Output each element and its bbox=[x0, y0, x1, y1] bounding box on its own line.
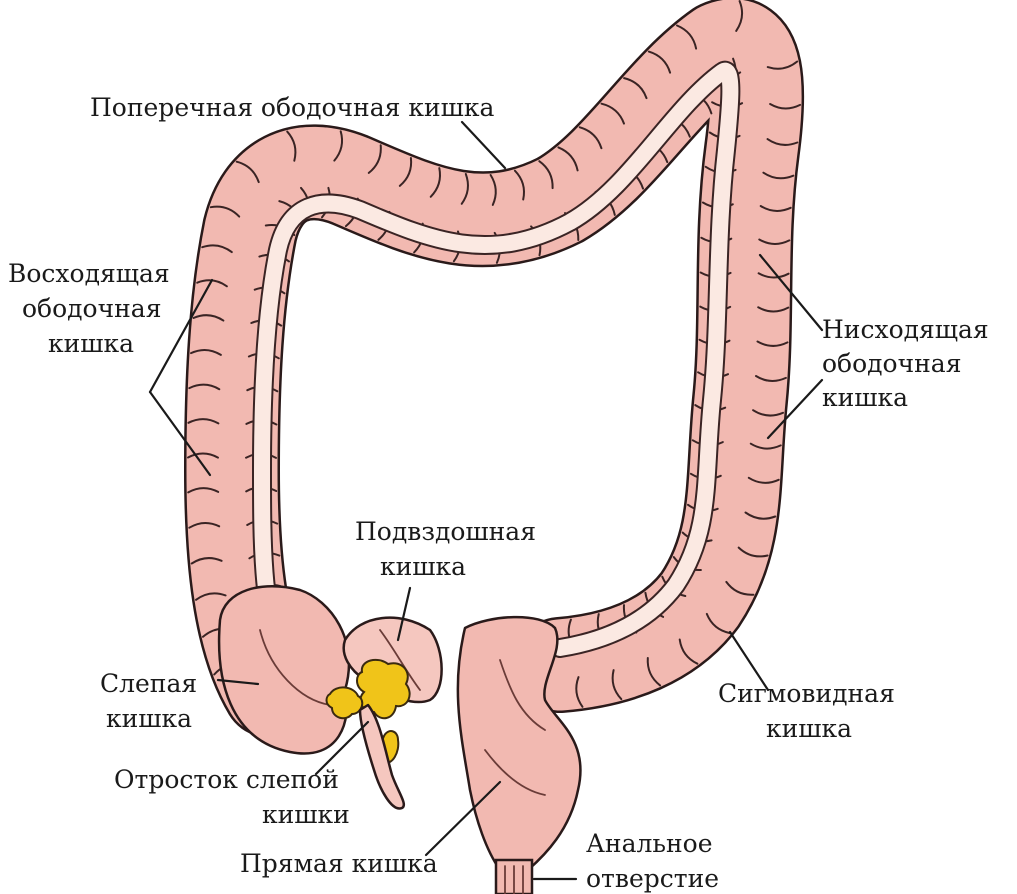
label-anus-line2: отверстие bbox=[586, 864, 719, 893]
label-descending-colon-line1: Нисходящая bbox=[822, 315, 989, 344]
label-descending-colon-line3: кишка bbox=[822, 383, 908, 412]
label-ascending-colon-line2: ободочная bbox=[22, 294, 161, 323]
label-appendix-line1: Отросток слепой bbox=[114, 765, 339, 794]
label-cecum-line1: Слепая bbox=[100, 669, 197, 698]
leader-transverse bbox=[462, 122, 505, 168]
label-transverse-colon: Поперечная ободочная кишка bbox=[90, 93, 494, 122]
label-ileum-line2: кишка bbox=[380, 552, 466, 581]
label-cecum-line2: кишка bbox=[106, 704, 192, 733]
appendix bbox=[360, 705, 404, 808]
label-ascending-colon-line3: кишка bbox=[48, 329, 134, 358]
label-rectum: Прямая кишка bbox=[240, 849, 438, 878]
label-appendix-line2: кишки bbox=[262, 800, 350, 829]
label-sigmoid-colon-line2: кишка bbox=[766, 714, 852, 743]
label-ileum-line1: Подвздошная bbox=[355, 517, 536, 546]
cecum bbox=[219, 586, 349, 753]
label-anus-line1: Анальное bbox=[586, 829, 713, 858]
label-sigmoid-colon-line1: Сигмовидная bbox=[718, 679, 895, 708]
label-ascending-colon-line1: Восходящая bbox=[8, 259, 170, 288]
label-descending-colon-line2: ободочная bbox=[822, 349, 961, 378]
